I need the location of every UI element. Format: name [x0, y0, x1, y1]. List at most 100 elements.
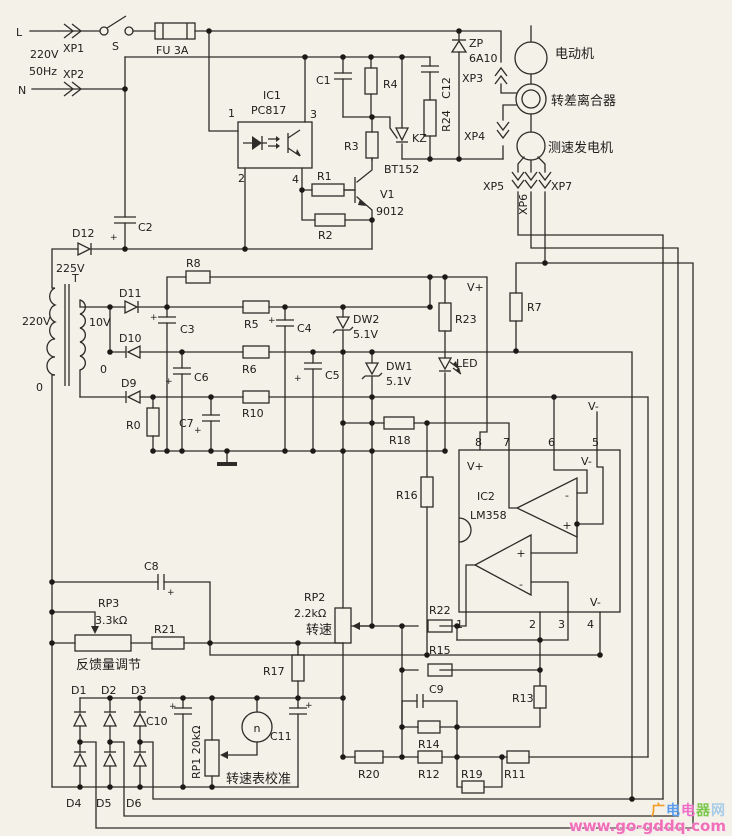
label-225v: 225V	[56, 262, 85, 275]
label-ic1-pin4: 4	[292, 173, 299, 186]
label-xp7: XP7	[551, 180, 572, 193]
label-bt152: BT152	[384, 163, 419, 176]
label-d1: D1	[71, 684, 86, 697]
tacho-symbol	[516, 131, 546, 161]
led-symbol	[437, 357, 462, 375]
c8-plus: +	[167, 588, 175, 598]
label-xp2: XP2	[63, 68, 84, 81]
resistor-bodies	[146, 67, 547, 794]
label-lm358: LM358	[470, 509, 507, 522]
label-9012: 9012	[376, 205, 404, 218]
d9-diode	[125, 389, 141, 405]
rp2-potentiometer	[334, 607, 360, 644]
watermark-site-name: 广电电器网	[651, 803, 726, 819]
label-ic2-pin6: 6	[548, 436, 555, 449]
label-rp3v: 3.3kΩ	[95, 614, 127, 627]
label-t: T	[71, 272, 79, 285]
label-calibration: 转速表校准	[226, 771, 291, 787]
label-c4: C4	[297, 322, 312, 335]
label-r21: R21	[154, 623, 176, 636]
meter-glyph: n	[254, 722, 261, 735]
label-c3: C3	[180, 323, 195, 336]
label-ic2-vminus-bottom: V-	[590, 596, 601, 609]
label-led: LED	[456, 357, 478, 370]
label-dw1: DW1	[386, 360, 412, 373]
c11-plus: +	[305, 701, 313, 711]
label-v1: V1	[380, 188, 395, 201]
label-ic2-pin4: 4	[587, 618, 594, 631]
transformer-t	[46, 284, 86, 386]
d12-diode	[77, 241, 92, 257]
watermark: 广电电器网 www.go-gddq.com	[569, 804, 726, 834]
label-r13: R13	[512, 692, 534, 705]
xp6-plug-icon	[524, 171, 538, 190]
label-r23: R23	[455, 313, 477, 326]
label-dw2: DW2	[353, 313, 379, 326]
label-xp5: XP5	[483, 180, 504, 193]
label-c5: C5	[325, 369, 340, 382]
label-d3: D3	[131, 684, 146, 697]
label-dw2v: 5.1V	[353, 328, 378, 341]
label-ic2-pin7: 7	[503, 436, 510, 449]
clutch-symbol	[515, 83, 547, 115]
ic1-pc817-optocoupler	[237, 121, 313, 169]
label-r22: R22	[429, 604, 451, 617]
label-d9: D9	[121, 377, 136, 390]
v1-transistor	[344, 177, 366, 206]
label-ic2-pin2: 2	[529, 618, 536, 631]
xp5-plug-icon	[511, 171, 525, 190]
label-r14: R14	[418, 738, 440, 751]
label-vminus-pin5: V-	[588, 400, 599, 413]
label-ic2-pin3: 3	[558, 618, 565, 631]
label-ic2: IC2	[477, 490, 495, 503]
label-tacho: 测速发电机	[548, 140, 613, 156]
label-dw1v: 5.1V	[386, 375, 411, 388]
label-c11: C11	[270, 730, 292, 743]
opamp1-minus: -	[565, 489, 569, 502]
label-0-secondary: 0	[100, 363, 107, 376]
label-xp3: XP3	[462, 72, 483, 85]
label-r2: R2	[318, 229, 333, 242]
label-c12: C12	[440, 77, 453, 99]
label-ic1-pin1: 1	[228, 107, 235, 120]
label-c6: C6	[194, 371, 209, 384]
d11-diode	[124, 299, 139, 315]
label-n: N	[18, 84, 26, 97]
dw1-zener	[361, 362, 383, 380]
label-s: S	[112, 40, 119, 53]
rp3-potentiometer	[74, 626, 132, 652]
d1-d6-diodes	[72, 711, 148, 767]
zp-diode	[450, 39, 468, 53]
label-xp6: XP6	[517, 194, 530, 215]
label-c7: C7	[179, 417, 194, 430]
label-xp1: XP1	[63, 42, 84, 55]
xp1-plug-icon	[63, 23, 83, 39]
label-c8: C8	[144, 560, 159, 573]
label-ic2-vplus: V+	[467, 460, 484, 473]
c10-plus: +	[169, 702, 177, 712]
label-r4: R4	[383, 78, 398, 91]
ic2-lm358	[458, 449, 621, 613]
label-kz: KZ	[412, 132, 427, 145]
xp2-plug-icon	[63, 81, 83, 97]
label-c9: C9	[429, 683, 444, 696]
wires	[29, 25, 694, 829]
c6-plus: +	[165, 377, 173, 387]
label-l: L	[16, 26, 23, 39]
label-r15: R15	[429, 644, 451, 657]
label-r0: R0	[126, 419, 141, 432]
label-ic2-pin1: 1	[456, 618, 463, 631]
c2-plus: +	[110, 233, 118, 243]
label-0-primary: 0	[36, 381, 43, 394]
label-r6: R6	[242, 363, 257, 376]
label-220v: 220V	[30, 48, 59, 61]
label-xp4: XP4	[464, 130, 485, 143]
c3-plus: +	[150, 313, 158, 323]
ground-icon	[217, 462, 237, 466]
label-speed: 转速	[306, 623, 332, 638]
label-ic1-pin2: 2	[238, 172, 245, 185]
label-feedback: 反馈量调节	[76, 658, 141, 673]
label-rp2v: 2.2kΩ	[294, 607, 326, 620]
opamp2-minus: -	[519, 578, 523, 591]
